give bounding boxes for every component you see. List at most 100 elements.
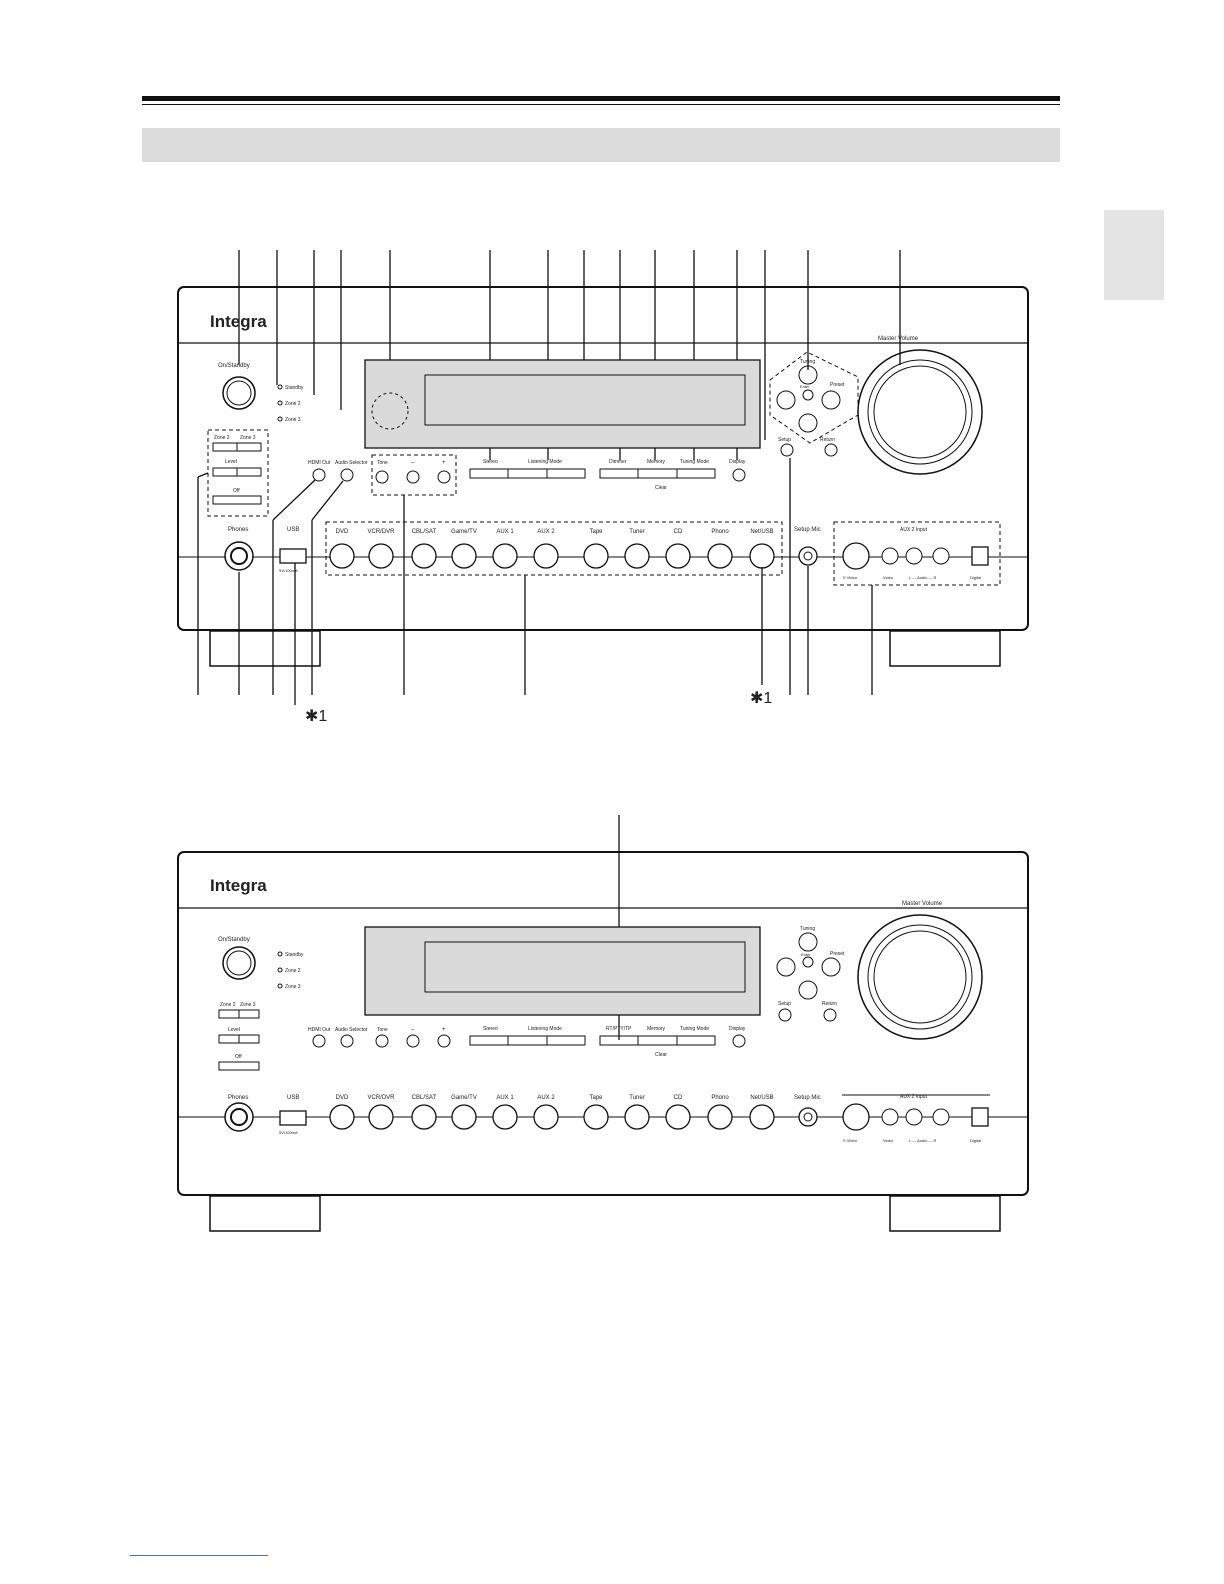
input-label-2-2: CBL/SAT: [412, 1095, 437, 1101]
preset-left-button-2[interactable]: [776, 957, 796, 977]
tuner-buttons-2[interactable]: [599, 1035, 716, 1046]
input-button-0-2[interactable]: [329, 1104, 355, 1130]
digital-jack-2[interactable]: [971, 1107, 989, 1127]
power-button-2[interactable]: [222, 946, 256, 980]
input-button-1[interactable]: [368, 543, 394, 569]
input-button-8[interactable]: [665, 543, 691, 569]
tone-minus-button[interactable]: [406, 470, 420, 484]
display-button[interactable]: [732, 468, 746, 482]
brand-logo: Integra: [210, 312, 267, 331]
input-button-10[interactable]: [749, 543, 775, 569]
input-label-5: AUX 2: [537, 529, 555, 535]
preset-right-button-2[interactable]: [821, 957, 841, 977]
off-button-2[interactable]: [218, 1061, 260, 1071]
display-button-2[interactable]: [732, 1034, 746, 1048]
front-panel-diagram-1: Integra Master Volume On/Standby Standby…: [150, 245, 1050, 735]
input-button-6[interactable]: [583, 543, 609, 569]
hdmi-out-button[interactable]: [312, 468, 326, 482]
input-button-7-2[interactable]: [624, 1104, 650, 1130]
enter-button-2[interactable]: [802, 956, 814, 968]
svideo-jack-2[interactable]: [842, 1103, 870, 1131]
enter-button[interactable]: [802, 389, 814, 401]
tuning-up-button-2[interactable]: [798, 932, 818, 952]
setup-button[interactable]: [780, 443, 794, 457]
listening-mode-buttons-2[interactable]: [469, 1035, 586, 1046]
tone-button-2[interactable]: [375, 1034, 389, 1048]
video-jack-2[interactable]: [881, 1108, 899, 1126]
return-button-2[interactable]: [823, 1008, 837, 1022]
preset-right-button[interactable]: [821, 390, 841, 410]
tone-plus-button[interactable]: [437, 470, 451, 484]
input-button-3-2[interactable]: [451, 1104, 477, 1130]
tone-label-2: Tone: [377, 1027, 388, 1033]
input-label-8-2: CD: [674, 1095, 683, 1101]
setup-button-2[interactable]: [778, 1008, 792, 1022]
left-foot-2: [209, 1195, 321, 1232]
digital-label: Digital: [970, 575, 981, 580]
tuning-down-button[interactable]: [798, 413, 818, 433]
tuning-up-button[interactable]: [798, 365, 818, 385]
preset-left-button[interactable]: [776, 390, 796, 410]
listening-mode-buttons[interactable]: [469, 468, 586, 479]
input-button-2[interactable]: [411, 543, 437, 569]
right-foot: [889, 630, 1001, 667]
input-button-3[interactable]: [451, 543, 477, 569]
audio-r-jack[interactable]: [932, 547, 950, 565]
input-button-1-2[interactable]: [368, 1104, 394, 1130]
memory-label-2: Memory: [647, 1026, 666, 1032]
input-label-8: CD: [674, 529, 683, 535]
audio-selector-button[interactable]: [340, 468, 354, 482]
input-button-9-2[interactable]: [707, 1104, 733, 1130]
tone-button[interactable]: [375, 470, 389, 484]
display-label-2: Display: [729, 1026, 746, 1032]
tone-minus-label: –: [411, 460, 415, 466]
tone-plus-label-2: +: [442, 1027, 446, 1033]
return-button[interactable]: [824, 443, 838, 457]
setup-mic-jack-2[interactable]: [798, 1107, 818, 1127]
usb-port-2[interactable]: [279, 1110, 307, 1126]
input-button-4[interactable]: [492, 543, 518, 569]
front-panel-diagram-2: Integra Master Volume On/Standby Standby…: [150, 815, 1050, 1235]
footer-link-underline: [130, 1555, 268, 1556]
master-volume-knob-2[interactable]: [857, 914, 983, 1040]
top-callout-lines: [238, 250, 901, 460]
hdmi-out-button-2[interactable]: [312, 1034, 326, 1048]
input-button-4-2[interactable]: [492, 1104, 518, 1130]
input-button-5-2[interactable]: [533, 1104, 559, 1130]
audio-l-jack-2[interactable]: [905, 1108, 923, 1126]
tuner-buttons[interactable]: [599, 468, 716, 479]
off-label-2: Off: [235, 1054, 242, 1060]
input-button-5[interactable]: [533, 543, 559, 569]
input-button-0[interactable]: [329, 543, 355, 569]
off-button[interactable]: [212, 495, 262, 505]
phones-jack-2[interactable]: [224, 1102, 254, 1132]
audio-r-jack-2[interactable]: [932, 1108, 950, 1126]
input-button-9[interactable]: [707, 543, 733, 569]
digital-jack[interactable]: [971, 546, 989, 566]
return-label: Return: [820, 437, 835, 443]
tuning-down-button-2[interactable]: [798, 980, 818, 1000]
audio-selector-button-2[interactable]: [340, 1034, 354, 1048]
video-jack[interactable]: [881, 547, 899, 565]
right-foot-2: [889, 1195, 1001, 1232]
usb-label: USB: [287, 527, 299, 533]
display-window-2: [364, 926, 761, 1016]
svideo-jack[interactable]: [842, 542, 870, 570]
power-button[interactable]: [222, 376, 256, 410]
audio-l-jack[interactable]: [905, 547, 923, 565]
indicator-zone2: Zone 2: [285, 401, 301, 407]
input-button-6-2[interactable]: [583, 1104, 609, 1130]
input-button-10-2[interactable]: [749, 1104, 775, 1130]
input-button-8-2[interactable]: [665, 1104, 691, 1130]
phones-jack[interactable]: [224, 541, 254, 571]
input-button-2-2[interactable]: [411, 1104, 437, 1130]
tone-plus-button-2[interactable]: [437, 1034, 451, 1048]
master-volume-knob[interactable]: [857, 349, 983, 475]
usb-rating-2: 5V/100mA: [279, 1130, 298, 1135]
level-label: Level: [225, 459, 237, 465]
setup-mic-jack[interactable]: [798, 546, 818, 566]
tone-minus-button-2[interactable]: [406, 1034, 420, 1048]
usb-port[interactable]: [279, 548, 307, 564]
input-button-7[interactable]: [624, 543, 650, 569]
